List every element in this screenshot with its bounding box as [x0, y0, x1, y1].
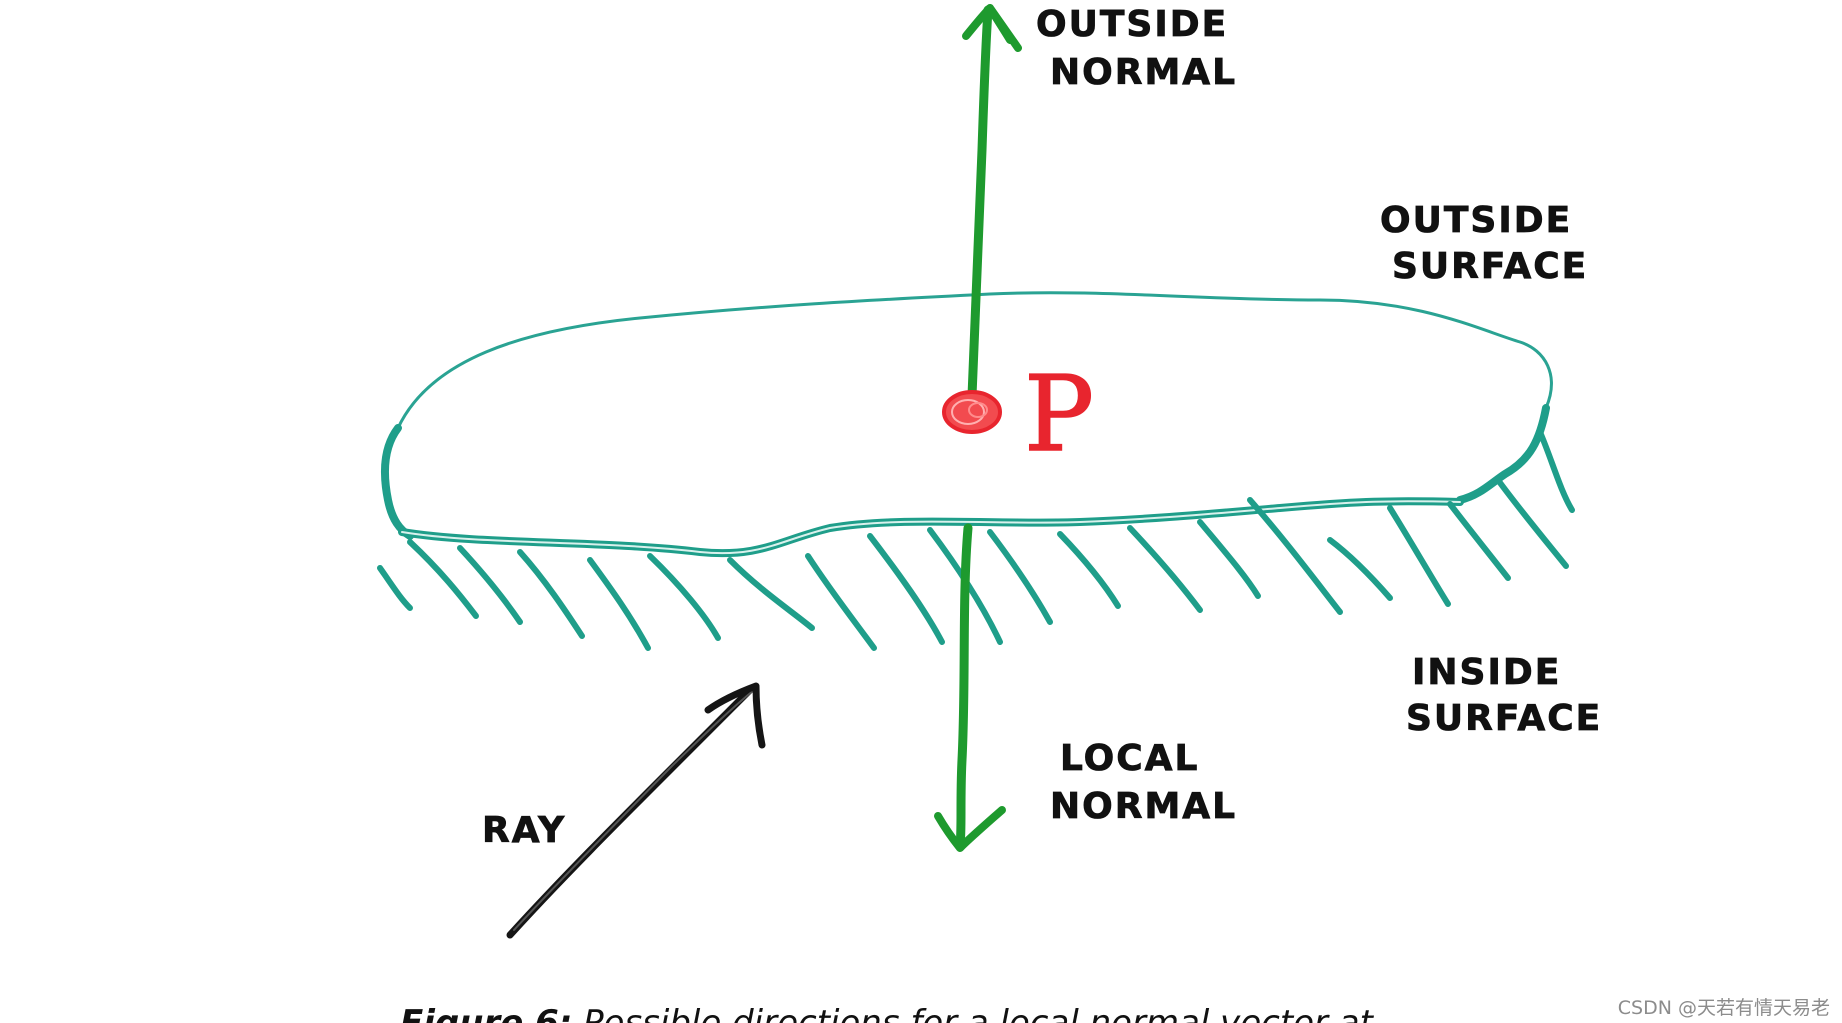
local-normal-label-line2: NORMAL — [1050, 786, 1237, 827]
surface-left-edge — [381, 424, 414, 540]
point-p-marker — [942, 390, 1002, 434]
ray-label: RAY — [482, 810, 566, 851]
local-normal-label-line1: LOCAL — [1060, 738, 1199, 779]
outside-normal-label-line1: OUTSIDE — [1036, 4, 1228, 45]
outside-surface-outline — [396, 291, 1553, 430]
local-normal-arrowhead — [934, 806, 1006, 852]
inside-surface-boundary-highlight — [401, 500, 1461, 555]
csdn-watermark: CSDN @天若有情天易老 — [1617, 997, 1830, 1019]
point-p-label: P — [1024, 353, 1094, 475]
outside-normal-arrowhead — [962, 4, 1022, 52]
figure-caption-lead: Figure 6: — [400, 1003, 573, 1023]
inside-surface-label-line1: INSIDE — [1412, 652, 1561, 693]
ray-arrowhead — [704, 682, 766, 749]
outside-surface-label-line2: SURFACE — [1392, 246, 1588, 287]
outside-normal-shaft — [967, 5, 993, 401]
figure-caption-text: Possible directions for a local normal v… — [583, 1003, 1373, 1023]
outside-surface-label-line1: OUTSIDE — [1380, 200, 1572, 241]
figure-caption: Figure 6: Possible directions for a loca… — [400, 1000, 1550, 1023]
inside-surface-label-line2: SURFACE — [1406, 698, 1602, 739]
inside-hatch-marks — [377, 429, 1575, 651]
outside-normal-label-line2: NORMAL — [1050, 52, 1237, 93]
ray-shaft-overlay — [513, 689, 755, 931]
local-normal-shaft — [955, 523, 973, 850]
